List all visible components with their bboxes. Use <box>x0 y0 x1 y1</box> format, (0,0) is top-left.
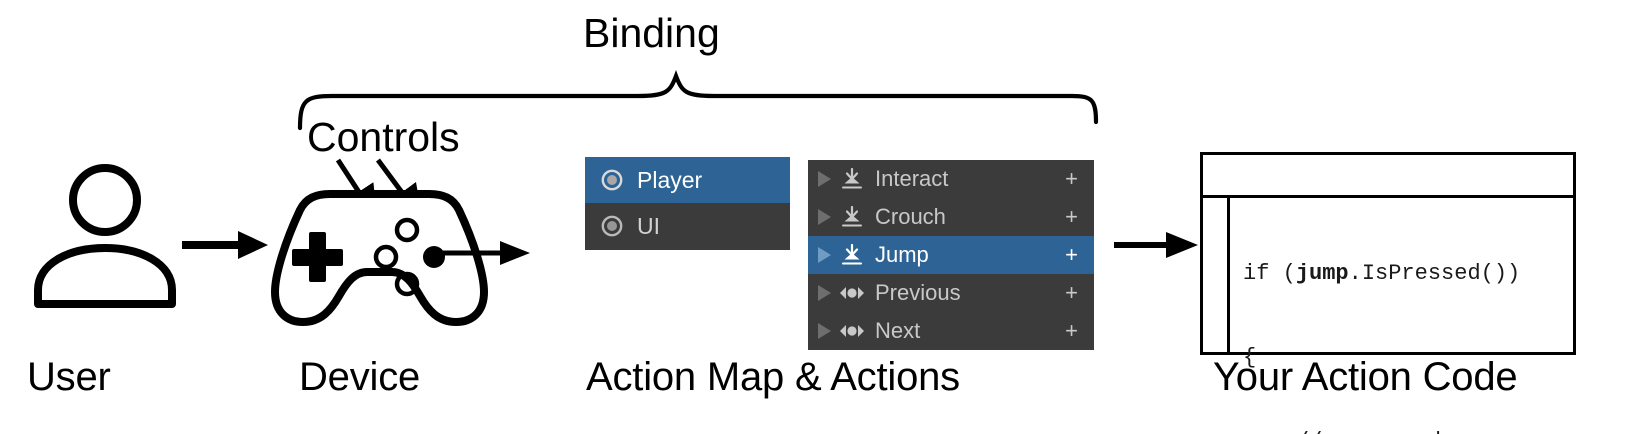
action-row[interactable]: Next + <box>808 312 1094 350</box>
action-label: Previous <box>875 280 961 305</box>
action-row[interactable]: Jump + <box>808 236 1094 274</box>
code-window[interactable]: if (jump.IsPressed()) { // your code } <box>1200 152 1576 434</box>
arrow-user-to-device <box>180 228 275 264</box>
chevron-right-icon[interactable] <box>818 171 831 187</box>
code-line-pre: if ( <box>1243 261 1296 286</box>
arrow-actions-to-code <box>1112 232 1212 258</box>
code-line-pre: // your code <box>1243 429 1454 434</box>
action-label: Interact <box>875 166 949 191</box>
add-binding-button[interactable]: + <box>1065 166 1078 191</box>
caption-user: User <box>27 355 111 399</box>
arrow-device-to-actionmap <box>432 240 542 266</box>
code-window-titlebar <box>1203 155 1573 198</box>
code-line-pre: { <box>1243 345 1257 370</box>
face-button-left-icon <box>373 244 399 270</box>
action-label: Jump <box>875 242 929 267</box>
action-map-row-ui[interactable]: UI <box>585 203 790 249</box>
chevron-right-icon[interactable] <box>818 209 831 225</box>
action-map-label: Player <box>637 166 703 193</box>
action-label: Crouch <box>875 204 946 229</box>
add-binding-button[interactable]: + <box>1065 242 1078 267</box>
action-map-row-player[interactable]: Player <box>585 157 790 203</box>
action-row[interactable]: Crouch + <box>808 198 1094 236</box>
code-window-body: if (jump.IsPressed()) { // your code } <box>1203 198 1573 434</box>
code-line: // your code <box>1243 428 1569 434</box>
code-identifier-jump: jump <box>1295 261 1349 286</box>
binding-annotation-group <box>280 0 1110 135</box>
button-action-icon <box>839 243 865 267</box>
action-map-icon <box>599 214 625 238</box>
caption-code: Your Action Code <box>1213 355 1518 399</box>
caption-action-map: Action Map & Actions <box>586 355 960 399</box>
action-map-panel[interactable]: Player UI <box>585 157 790 250</box>
binding-brace-icon <box>297 70 1099 131</box>
add-binding-button[interactable]: + <box>1065 280 1078 305</box>
actions-panel[interactable]: Interact + Crouch + <box>808 160 1094 350</box>
user-head-icon <box>69 164 141 236</box>
chevron-right-icon[interactable] <box>818 323 831 339</box>
user-body-icon <box>34 244 176 308</box>
controls-label: Controls <box>307 114 460 160</box>
add-binding-button[interactable]: + <box>1065 318 1078 343</box>
caption-device: Device <box>299 355 421 399</box>
chevron-right-icon[interactable] <box>818 285 831 301</box>
button-action-icon <box>839 205 865 229</box>
action-label: Next <box>875 318 921 343</box>
code-line: { <box>1243 344 1569 372</box>
face-button-bottom-icon <box>394 271 420 297</box>
action-row[interactable]: Interact + <box>808 160 1094 198</box>
code-gutter <box>1203 198 1230 352</box>
action-map-label: UI <box>637 212 660 239</box>
face-button-top-icon <box>394 217 420 243</box>
binding-label: Binding <box>583 10 720 56</box>
dpad-icon <box>292 232 343 282</box>
action-map-icon <box>599 168 625 192</box>
add-binding-button[interactable]: + <box>1065 204 1078 229</box>
code-line-post: .IsPressed()) <box>1348 261 1521 286</box>
action-row[interactable]: Previous + <box>808 274 1094 312</box>
code-text[interactable]: if (jump.IsPressed()) { // your code } <box>1243 204 1569 434</box>
axis-action-icon <box>839 319 865 343</box>
code-line: if (jump.IsPressed()) <box>1243 260 1569 288</box>
axis-action-icon <box>839 281 865 305</box>
button-action-icon <box>839 167 865 191</box>
chevron-right-icon[interactable] <box>818 247 831 263</box>
user-figure <box>20 160 195 315</box>
